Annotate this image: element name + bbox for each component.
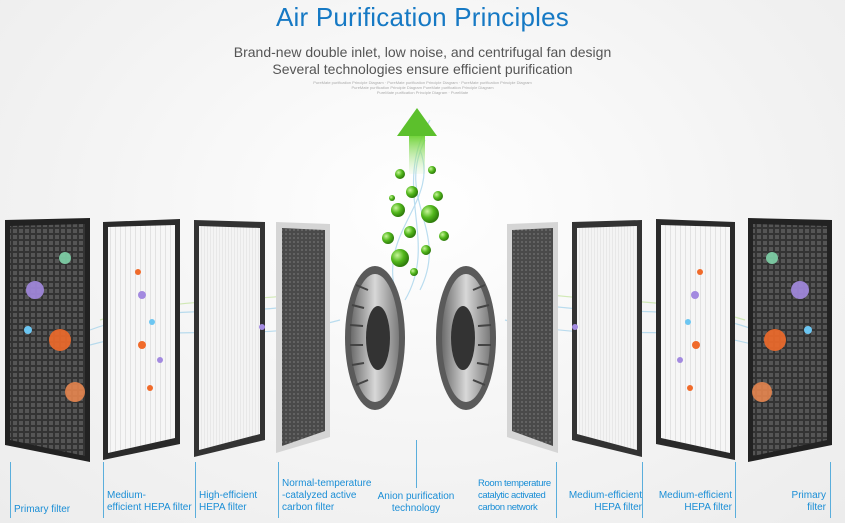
- label-carbon-filter-left: Normal-temperature -catalyzed active car…: [282, 478, 372, 513]
- fine-print-line-3: PureMate purification Principle Diagram …: [376, 90, 469, 95]
- high-efficiency-hepa-filter-left: [194, 220, 265, 457]
- primary-filter-left: [5, 218, 90, 462]
- guide-line-9: [830, 462, 831, 518]
- label-medium-hepa-left: Medium- efficient HEPA filter: [107, 490, 192, 513]
- anion-particles: [382, 166, 449, 276]
- label-anion-technology: Anion purification technology: [377, 491, 455, 514]
- centrifugal-fan-left: [345, 266, 405, 410]
- guide-line-7: [642, 462, 643, 518]
- medium-hepa-filter-left: [103, 219, 180, 460]
- label-primary-filter-right: Primary filter: [791, 490, 826, 513]
- label-carbon-network-right: Room temperature catalytic activated car…: [478, 478, 551, 513]
- medium-hepa-filter-right-inner: [572, 220, 642, 457]
- subtitle-line-1: Brand-new double inlet, low noise, and c…: [233, 44, 612, 60]
- page-title: Air Purification Principles: [276, 2, 569, 32]
- subtitle-line-2: Several technologies ensure efficient pu…: [272, 61, 573, 77]
- guide-line-1: [10, 462, 11, 518]
- label-medium-hepa-right-outer: Medium-efficient HEPA filter: [658, 490, 732, 513]
- carbon-filter-left: [276, 222, 330, 453]
- guide-line-6: [556, 462, 557, 518]
- guide-line-4: [278, 462, 279, 518]
- fine-print-line-2: PureMate purification Principle Diagram …: [351, 85, 494, 90]
- guide-line-8: [735, 462, 736, 518]
- label-high-hepa-left: High-efficient HEPA filter: [199, 490, 258, 513]
- label-medium-hepa-right-inner: Medium-efficient HEPA filter: [568, 490, 642, 513]
- guide-line-5: [416, 440, 417, 488]
- medium-hepa-filter-right-outer: [656, 219, 735, 460]
- clean-air-arrow: [397, 108, 437, 174]
- label-primary-filter-left: Primary filter: [14, 504, 71, 515]
- primary-filter-right: [748, 218, 832, 462]
- carbon-filter-right: [507, 222, 558, 453]
- guide-line-3: [195, 462, 196, 518]
- fine-print-line-1: PureMate purification Principle Diagram …: [313, 80, 532, 85]
- guide-line-2: [103, 462, 104, 518]
- centrifugal-fan-right: [436, 266, 496, 410]
